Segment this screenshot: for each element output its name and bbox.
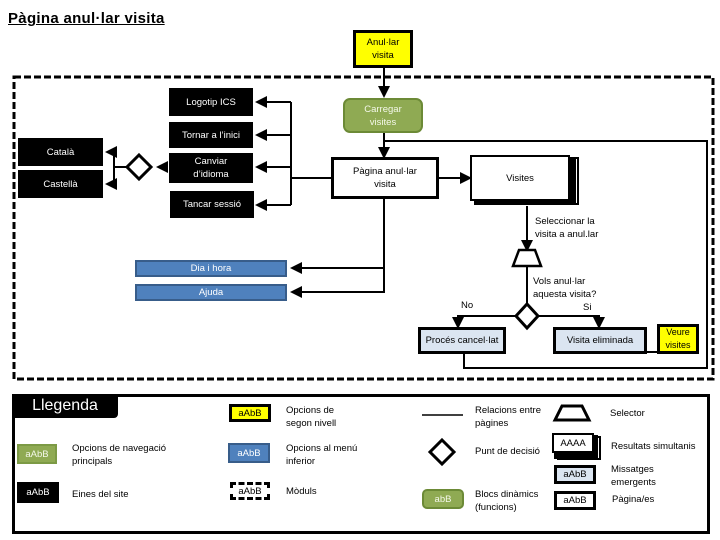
node-anullar-visita[interactable]: Anul·lar visita	[353, 30, 413, 68]
label-no: No	[461, 300, 474, 311]
legend-label-nav-principal: Opcions de navegació principals	[72, 443, 167, 467]
label-si: Si	[583, 302, 592, 313]
legend-swatch-blue: aAbB	[228, 443, 270, 463]
legend-label-moduls: Mòduls	[286, 486, 317, 497]
edge-diamond-castella	[105, 167, 117, 190]
legend-swatch-yellow: aAbB	[229, 404, 271, 422]
node-tornar-inici[interactable]: Tornar a l’inici	[169, 122, 253, 148]
legend-selector-sample	[552, 404, 592, 422]
legend-label-menu-inferior: Opcions al menú inferior	[286, 443, 358, 467]
legend-label-selector: Selector	[610, 408, 645, 419]
language-decision-diamond	[124, 152, 154, 182]
node-pagina-anullar-visita[interactable]: Pàgina anul·lar visita	[331, 157, 439, 199]
cancel-decision-diamond	[513, 301, 541, 331]
node-carregar-visites[interactable]: Carregar visites	[343, 98, 423, 133]
legend-diamond-sample	[427, 437, 457, 467]
label-seleccionar: Seleccionar la visita a anul.lar	[535, 216, 599, 240]
legend-swatch-green: aAbB	[17, 444, 57, 464]
edge-si	[538, 315, 605, 329]
legend-frame	[12, 394, 710, 534]
legend-title: Llegenda	[12, 394, 118, 418]
legend-swatch-page: aAbB	[554, 491, 596, 510]
legend-label-eines: Eines del site	[72, 489, 129, 500]
legend-label-decisio: Punt de decisió	[475, 446, 540, 457]
node-visita-eliminada[interactable]: Visita eliminada	[553, 327, 647, 354]
page-title: Pàgina anul·lar visita	[8, 10, 165, 27]
node-veure-visites[interactable]: Veure visites	[657, 324, 699, 354]
legend-swatch-module: aAbB	[230, 482, 270, 500]
node-ajuda[interactable]: Ajuda	[135, 284, 287, 301]
edge-no	[452, 315, 516, 329]
legend-label-relacions: Relacions entre pàgines	[475, 405, 542, 429]
legend-label-blocs: Blocs dinàmics (funcions)	[475, 489, 539, 513]
node-visites[interactable]: Visites	[470, 155, 570, 201]
node-castella[interactable]: Castellà	[18, 170, 103, 198]
node-proces-cancelat[interactable]: Procés cancel·lat	[418, 327, 506, 354]
edge-loop-right	[384, 140, 708, 369]
legend-label-resultats: Resultats simultanis	[611, 441, 696, 452]
edge-diamond-languages	[105, 146, 126, 168]
module-frame	[12, 75, 715, 381]
label-vols-anullar: Vols anul·lar aquesta visita?	[533, 276, 597, 300]
legend-swatch-dynamic: abB	[422, 489, 464, 509]
node-canviar-idioma[interactable]: Canviar d’idioma	[169, 153, 253, 183]
node-dia-hora[interactable]: Dia i hora	[135, 260, 287, 277]
selector-shape	[511, 248, 543, 268]
legend-label-segon-nivell: Opcions de segon nivell	[286, 405, 337, 429]
node-tancar-sessio[interactable]: Tancar sessió	[170, 191, 254, 218]
node-logotip[interactable]: Logotip ICS	[169, 88, 253, 116]
legend-label-missatges: Missatges emergents	[611, 464, 656, 488]
legend-swatch-multi: AAAA	[552, 433, 594, 453]
legend-swatch-message: aAbB	[554, 465, 596, 484]
node-catala[interactable]: Català	[18, 138, 103, 166]
legend-swatch-black: aAbB	[17, 482, 59, 503]
legend-label-pagines: Pàgina/es	[612, 494, 655, 505]
edge-pagina-bottommenu	[292, 196, 385, 293]
